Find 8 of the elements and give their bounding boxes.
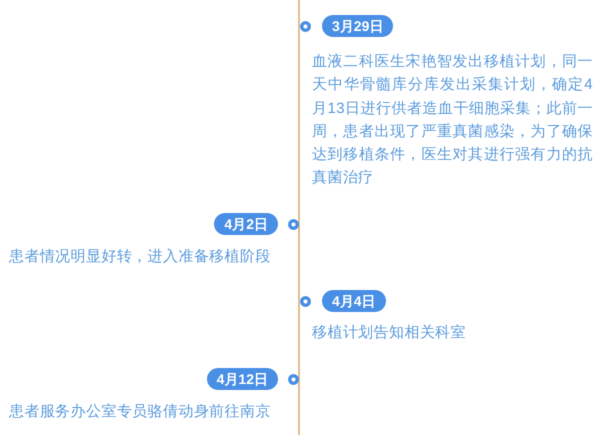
event-description: 患者服务办公室专员骆倩动身前往南京 xyxy=(9,402,271,422)
event-description: 血液二科医生宋艳智发出移植计划，同一天中华骨髓库分库发出采集计划，确定4月13日进行供者造血干细胞采集；此前一周，患者出现了严重真菌感染，为了确保达到移植条件，医生对其进行强有力的抗真菌治疗 xyxy=(312,52,593,188)
date-pill: 4月2日 xyxy=(214,213,278,235)
event-description: 患者情况明显好转，进入准备移植阶段 xyxy=(9,247,271,267)
date-pill: 4月4日 xyxy=(322,290,386,312)
date-pill: 4月12日 xyxy=(206,368,278,390)
event-description: 移植计划告知相关科室 xyxy=(312,323,467,343)
date-pill: 3月29日 xyxy=(322,15,394,37)
